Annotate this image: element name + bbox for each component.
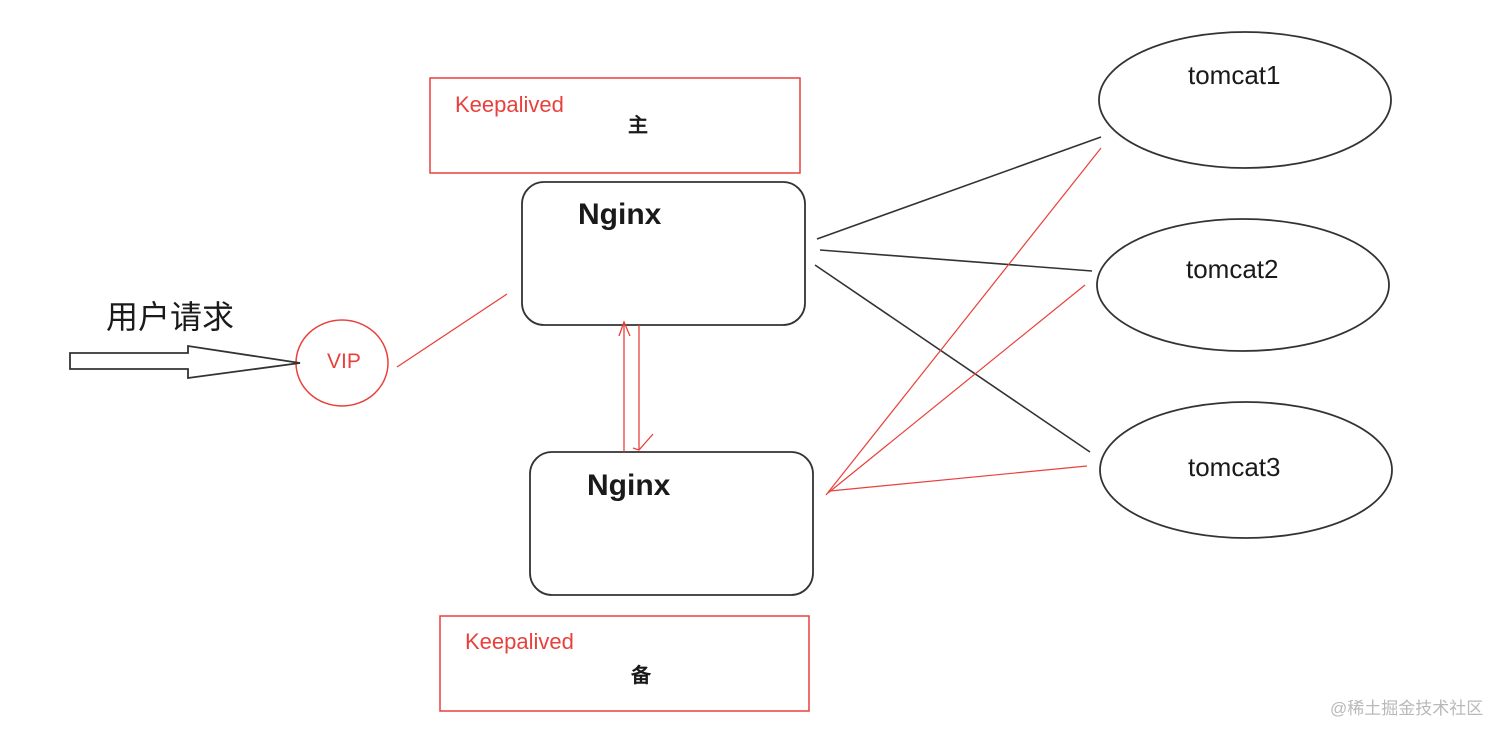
keepalived-backup-box — [439, 615, 810, 712]
nginx-master-label: Nginx — [578, 198, 662, 231]
nginx-backup-to-tomcat2-line — [827, 284, 1086, 494]
nginx-backup-box — [529, 451, 814, 596]
heartbeat-down-arrowhead — [632, 433, 654, 451]
nginx-master-to-tomcat2-line — [819, 249, 1093, 272]
vip-to-nginx-master-line — [396, 293, 508, 368]
heartbeat-arrows — [618, 320, 654, 452]
nginx-master-to-tomcat1-line — [816, 136, 1102, 240]
tomcat2-ellipse — [1096, 218, 1390, 352]
nginx-master-to-tomcat3-line — [814, 264, 1091, 453]
user-request-label: 用户请求 — [106, 299, 235, 335]
tomcat1-label: tomcat1 — [1188, 60, 1281, 90]
keepalived-backup-title: Keepalived — [465, 629, 574, 654]
tomcat2-label: tomcat2 — [1186, 254, 1279, 284]
watermark: @稀土掘金技术社区 — [1330, 699, 1484, 718]
nginx-backup-to-tomcat3-line — [829, 465, 1088, 492]
tomcat3-label: tomcat3 — [1188, 452, 1281, 482]
user-request-arrow — [69, 344, 301, 380]
tomcat3-ellipse — [1099, 401, 1393, 539]
nginx-master-box — [521, 181, 806, 326]
nginx-backup-to-tomcat1-line — [825, 147, 1102, 496]
nginx-backup-label: Nginx — [587, 469, 671, 502]
tomcat1-ellipse — [1098, 31, 1392, 169]
keepalived-backup-role: 备 — [631, 665, 651, 687]
heartbeat-up-arrowhead — [618, 320, 631, 337]
keepalived-master-title: Keepalived — [455, 92, 564, 117]
vip-label: VIP — [327, 350, 361, 373]
keepalived-master-box — [429, 77, 801, 174]
keepalived-master-role: 主 — [628, 115, 648, 137]
